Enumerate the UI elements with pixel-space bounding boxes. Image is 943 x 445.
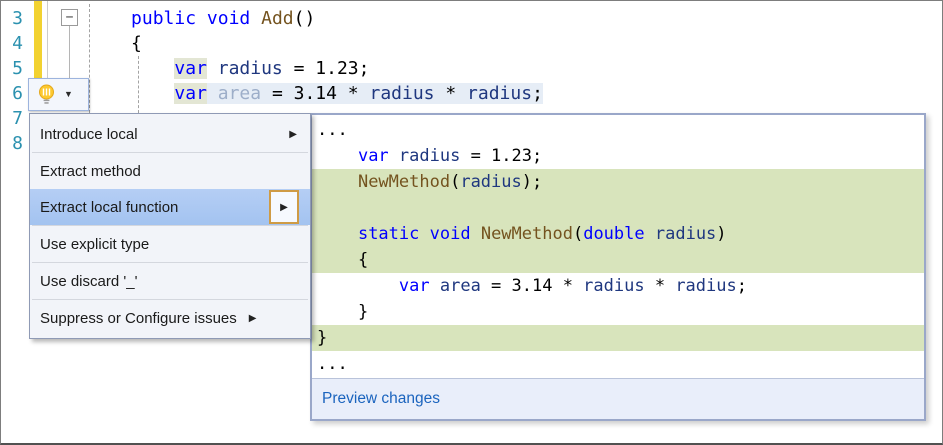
menu-item-label: Introduce local bbox=[40, 125, 138, 143]
refactoring-preview-popup: ... var radius = 1.23; NewMethod(radius)… bbox=[310, 113, 926, 421]
line-number: 6 bbox=[12, 83, 23, 104]
menu-item-use-explicit-type[interactable]: Use explicit type bbox=[30, 226, 310, 262]
preview-code-line: NewMethod(radius); bbox=[312, 169, 924, 195]
menu-item-label: Suppress or Configure issues bbox=[40, 309, 237, 327]
gutter-divider bbox=[47, 1, 48, 79]
menu-separator bbox=[32, 225, 308, 226]
menu-item-label: Use discard '_' bbox=[40, 272, 138, 290]
collapse-region-button[interactable]: − bbox=[61, 9, 78, 26]
line-number: 8 bbox=[12, 133, 23, 154]
submenu-arrow-icon: ▶ bbox=[289, 128, 297, 140]
menu-separator bbox=[32, 262, 308, 263]
code-line[interactable]: var radius = 1.23; bbox=[174, 58, 370, 79]
line-number: 5 bbox=[12, 58, 23, 79]
code-line[interactable]: public void Add() bbox=[131, 8, 316, 29]
indent-guide bbox=[138, 56, 139, 113]
submenu-expand-button[interactable]: ▶ bbox=[269, 190, 299, 224]
preview-code-line: } bbox=[357, 302, 369, 322]
menu-item-extract-local-function[interactable]: Extract local function ▶ bbox=[30, 189, 310, 225]
lightbulb-icon bbox=[39, 84, 54, 104]
submenu-arrow-icon: ▶ bbox=[248, 312, 257, 324]
preview-changes-link[interactable]: Preview changes bbox=[322, 390, 441, 407]
menu-item-use-discard[interactable]: Use discard '_' bbox=[30, 263, 310, 299]
chevron-down-icon: ▼ bbox=[64, 89, 73, 99]
code-line[interactable]: { bbox=[131, 33, 142, 54]
track-changes-bar bbox=[34, 1, 42, 79]
preview-code-line: var area = 3.14 * radius * radius; bbox=[398, 276, 747, 296]
quick-actions-button[interactable]: ▼ bbox=[28, 78, 89, 111]
line-number-gutter: 3 4 5 6 7 8 bbox=[1, 6, 23, 156]
preview-code-line: static void NewMethod(double radius) bbox=[312, 221, 924, 247]
preview-code-area: ... var radius = 1.23; NewMethod(radius)… bbox=[312, 115, 924, 377]
menu-item-extract-method[interactable]: Extract method bbox=[30, 153, 310, 189]
menu-item-introduce-local[interactable]: Introduce local ▶ bbox=[30, 116, 310, 152]
quick-actions-menu: Introduce local ▶ Extract method Extract… bbox=[29, 113, 311, 339]
preview-code-line: { bbox=[312, 247, 924, 273]
code-editor-area[interactable]: public void Add() { var radius = 1.23; v… bbox=[1, 6, 942, 106]
line-number: 4 bbox=[12, 33, 23, 54]
preview-code-line: } bbox=[312, 325, 924, 351]
menu-separator bbox=[32, 152, 308, 153]
code-line[interactable]: var area = 3.14 * radius * radius; bbox=[174, 83, 543, 104]
line-number: 3 bbox=[12, 8, 23, 29]
menu-item-suppress-or-configure[interactable]: Suppress or Configure issues ▶ bbox=[30, 300, 310, 336]
preview-footer: Preview changes bbox=[312, 378, 924, 419]
preview-code-line: ... bbox=[317, 354, 348, 374]
submenu-arrow-icon: ▶ bbox=[280, 201, 288, 213]
preview-code-line: ... bbox=[317, 120, 348, 140]
preview-code-line: var radius = 1.23; bbox=[357, 146, 543, 166]
indent-guide bbox=[89, 4, 90, 113]
preview-code-line bbox=[312, 195, 924, 221]
line-number: 7 bbox=[12, 108, 23, 129]
outline-region-line bbox=[69, 26, 70, 78]
menu-item-label: Use explicit type bbox=[40, 235, 150, 253]
menu-separator bbox=[32, 299, 308, 300]
menu-item-label: Extract local function bbox=[40, 198, 179, 216]
menu-item-label: Extract method bbox=[40, 162, 141, 180]
